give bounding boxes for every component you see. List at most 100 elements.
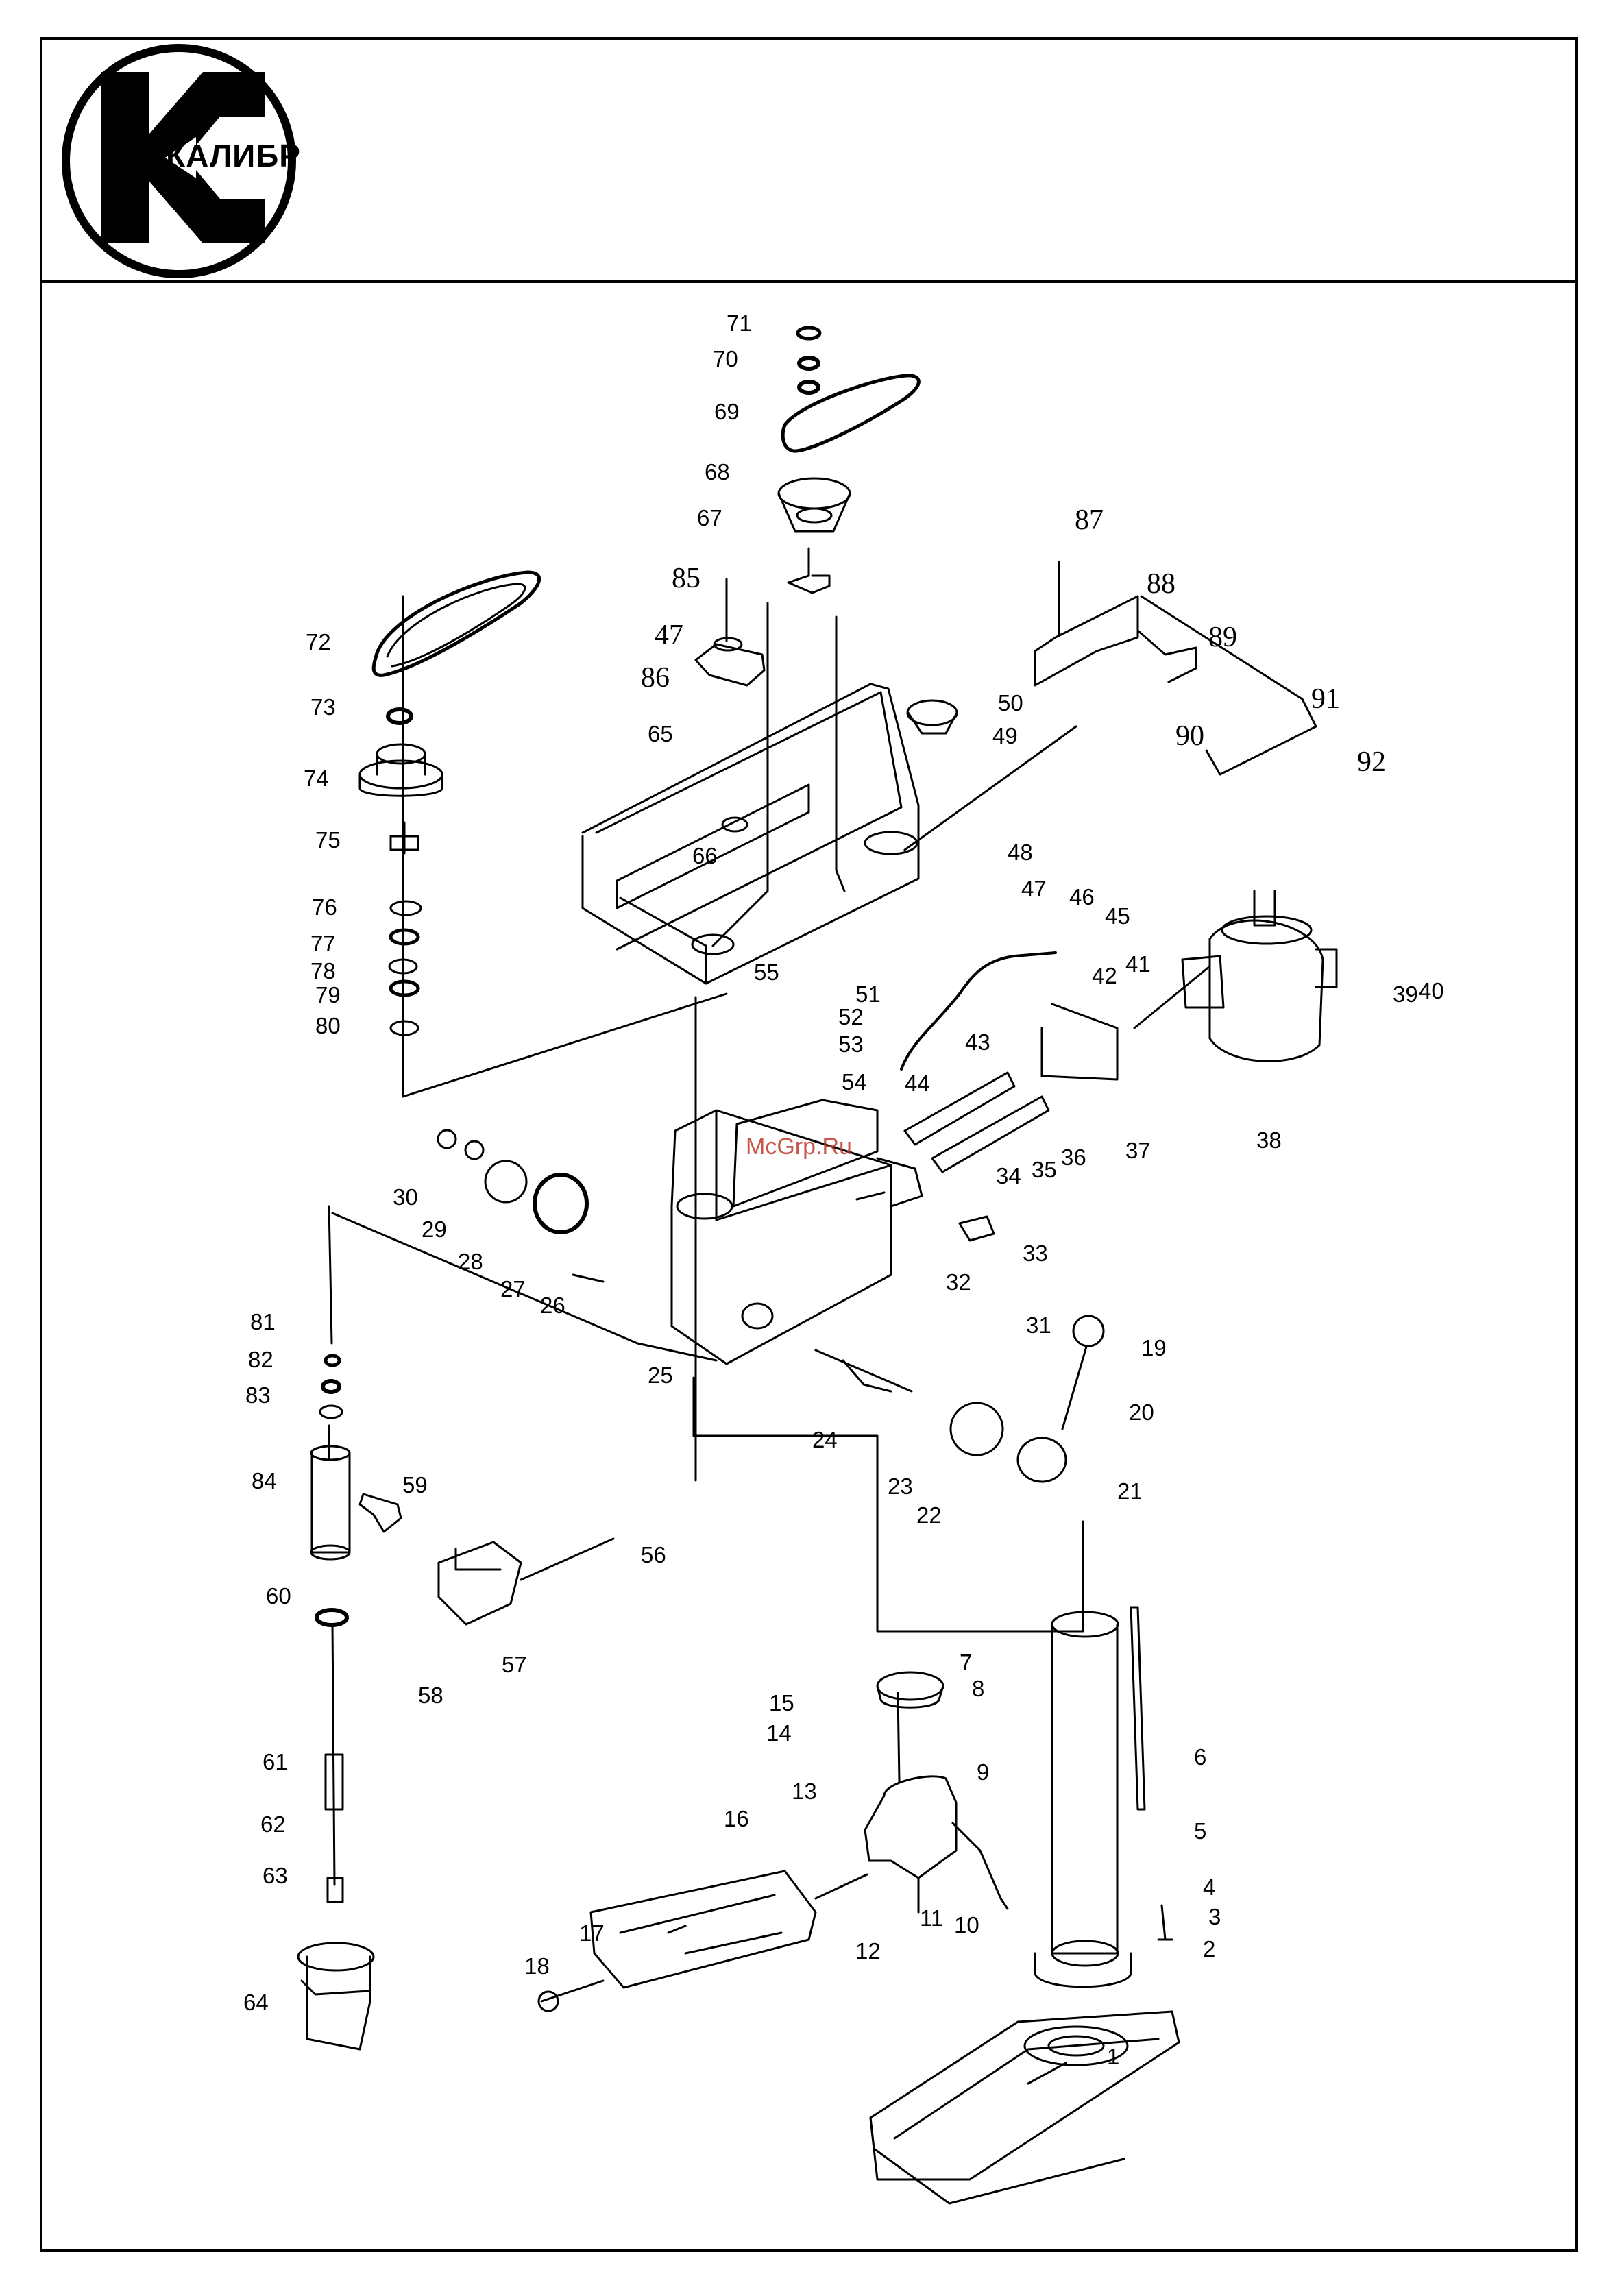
- part-label-77: 77: [310, 931, 336, 956]
- part-label-44: 44: [905, 1071, 930, 1096]
- part-label-33: 33: [1023, 1241, 1048, 1266]
- part-label-32: 32: [946, 1269, 971, 1295]
- part-label-9: 9: [977, 1759, 989, 1785]
- part-label-48: 48: [1008, 840, 1033, 865]
- part-label-67: 67: [697, 505, 722, 530]
- part-label-39: 39: [1393, 981, 1418, 1007]
- part-label-66: 66: [692, 843, 718, 868]
- part-label-19: 19: [1141, 1335, 1167, 1360]
- part-label-65: 65: [648, 721, 673, 746]
- part-label-7: 7: [960, 1650, 972, 1675]
- part-label-3: 3: [1208, 1904, 1221, 1929]
- part-label-10: 10: [954, 1912, 979, 1938]
- part-label-69: 69: [714, 399, 740, 424]
- part-label-41: 41: [1125, 951, 1151, 977]
- part-label-25: 25: [648, 1363, 673, 1388]
- part-label-63: 63: [263, 1863, 288, 1888]
- part-label-58: 58: [418, 1683, 443, 1708]
- part-label-29: 29: [422, 1217, 447, 1242]
- part-label-26: 26: [540, 1293, 565, 1318]
- part-label-78: 78: [310, 958, 336, 984]
- pinion-shaft-assembly: [816, 1316, 1104, 1482]
- part-label-28: 28: [458, 1249, 483, 1274]
- part-label-14: 14: [766, 1720, 792, 1746]
- part-label-21: 21: [1117, 1478, 1143, 1504]
- return-spring-assembly: [332, 1130, 716, 1360]
- part-label-36: 36: [1061, 1145, 1086, 1170]
- part-label-85: 85: [672, 563, 700, 594]
- part-label-81: 81: [250, 1309, 276, 1334]
- switch-box-assembly: [905, 562, 1316, 850]
- part-label-62: 62: [260, 1811, 286, 1837]
- part-label-20: 20: [1129, 1400, 1154, 1425]
- part-label-64: 64: [243, 1990, 269, 2015]
- part-label-71: 71: [727, 310, 752, 336]
- part-label-50: 50: [998, 690, 1023, 716]
- part-label-84: 84: [252, 1468, 277, 1493]
- part-label-88: 88: [1147, 568, 1175, 600]
- part-label-90: 90: [1175, 720, 1204, 752]
- part-label-53: 53: [838, 1031, 864, 1057]
- part-label-37: 37: [1125, 1138, 1151, 1163]
- part-label-87: 87: [1075, 504, 1104, 536]
- part-label-18: 18: [524, 1953, 550, 1979]
- part-label-6: 6: [1194, 1744, 1206, 1770]
- part-label-82: 82: [248, 1347, 273, 1372]
- quill-assembly: [298, 1206, 401, 2049]
- column-assembly: [1035, 1607, 1172, 1987]
- part-label-43: 43: [965, 1029, 990, 1055]
- part-label-56: 56: [641, 1542, 666, 1567]
- part-label-15: 15: [769, 1690, 794, 1715]
- part-label-52: 52: [838, 1004, 864, 1029]
- part-label-89: 89: [1208, 622, 1237, 653]
- part-label-91: 91: [1311, 683, 1340, 715]
- switch-assembly: [439, 997, 696, 1624]
- motor-rails: [905, 1073, 1049, 1241]
- part-label-57: 57: [502, 1652, 527, 1677]
- part-label-80: 80: [315, 1013, 341, 1038]
- part-label-22: 22: [916, 1502, 942, 1528]
- part-label-74: 74: [304, 766, 329, 791]
- part-label-4: 4: [1203, 1874, 1215, 1900]
- part-label-24: 24: [812, 1427, 838, 1452]
- part-label-54: 54: [842, 1069, 867, 1095]
- part-label-34: 34: [996, 1163, 1021, 1188]
- part-label-31: 31: [1026, 1312, 1051, 1338]
- part-label-2: 2: [1203, 1936, 1215, 1962]
- part-label-79: 79: [315, 982, 341, 1007]
- part-label-17: 17: [579, 1920, 605, 1946]
- part-label-13: 13: [792, 1779, 817, 1804]
- part-label-61: 61: [263, 1749, 288, 1774]
- part-label-75: 75: [315, 827, 341, 853]
- part-label-11: 11: [920, 1905, 943, 1931]
- part-label-5: 5: [1194, 1818, 1206, 1844]
- part-label-47a: 47: [655, 620, 683, 651]
- part-label-23: 23: [888, 1474, 913, 1499]
- part-label-72: 72: [306, 629, 331, 655]
- part-label-30: 30: [393, 1184, 418, 1210]
- part-label-45: 45: [1105, 903, 1130, 929]
- part-label-76: 76: [312, 894, 337, 920]
- part-label-51: 51: [855, 981, 881, 1007]
- part-label-73: 73: [310, 694, 336, 720]
- part-label-49: 49: [992, 723, 1018, 748]
- part-label-38: 38: [1256, 1127, 1282, 1153]
- part-label-27: 27: [500, 1276, 526, 1302]
- part-label-83: 83: [245, 1382, 271, 1408]
- part-label-1: 1: [1107, 2044, 1119, 2069]
- base-casting: [870, 2012, 1179, 2203]
- part-labels: 1 2 3 4 5 6 7 8 9 10 11 12 13 14 15 16 1…: [243, 310, 1444, 2069]
- part-label-12: 12: [855, 1938, 881, 1964]
- spindle-pulley-assembly: [779, 328, 918, 593]
- part-label-16: 16: [724, 1806, 749, 1831]
- part-label-92: 92: [1357, 746, 1386, 778]
- part-label-55: 55: [754, 960, 779, 985]
- part-label-35: 35: [1032, 1157, 1057, 1182]
- part-label-47b: 47: [1021, 876, 1047, 901]
- part-label-68: 68: [705, 459, 730, 485]
- part-label-46: 46: [1069, 884, 1095, 909]
- idler-pulley: [907, 700, 957, 733]
- head-cover: [583, 579, 918, 984]
- part-label-70: 70: [713, 346, 738, 371]
- part-label-59: 59: [402, 1472, 428, 1498]
